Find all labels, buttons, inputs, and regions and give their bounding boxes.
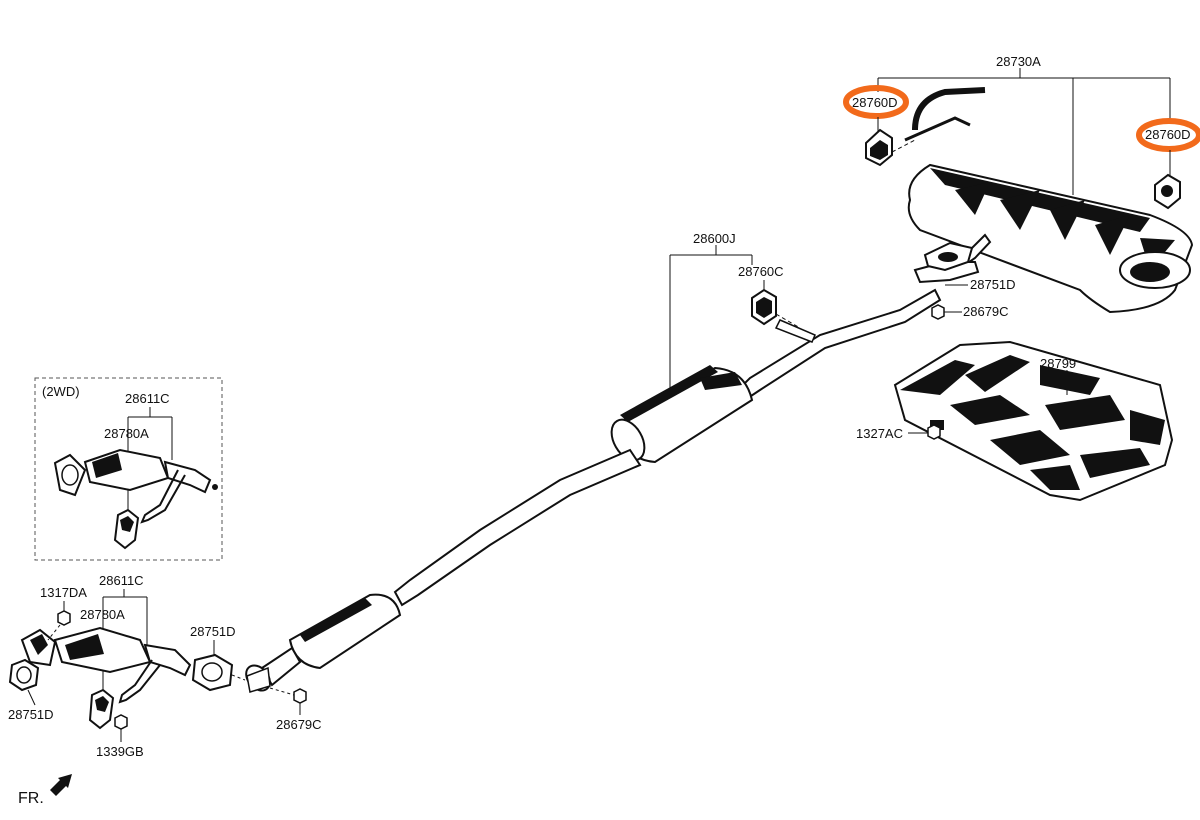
label-inset-catalyst: 28611C [125, 391, 170, 406]
gasket-front-left[interactable] [8, 658, 40, 692]
rubber-hanger-center[interactable] [751, 288, 777, 326]
front-indicator-label: FR. [18, 790, 44, 807]
bracket[interactable] [88, 688, 115, 730]
label-center-pipe: 28600J [693, 231, 736, 246]
label-bolt-protector: 1327AC [856, 426, 903, 441]
rubber-hanger-right[interactable] [1154, 173, 1181, 210]
nut-front[interactable] [293, 688, 307, 704]
catalytic-converter[interactable] [20, 626, 192, 704]
label-catalyst: 28611C [99, 573, 144, 588]
center-pipe[interactable] [241, 261, 980, 695]
inset-title: (2WD) [42, 384, 80, 399]
hanger-rod [912, 87, 986, 131]
highlight-oval-left [843, 85, 909, 119]
rubber-hanger-left[interactable] [865, 128, 893, 167]
label-heat-protector: 28799 [1040, 356, 1076, 371]
front-arrow-icon [50, 774, 72, 796]
label-nut-rear: 28679C [963, 304, 1009, 319]
inset-catalytic-converter[interactable] [53, 448, 218, 524]
nut-rear[interactable] [931, 304, 945, 320]
label-gasket-rear: 28751D [970, 277, 1016, 292]
label-bolt-bracket: 1339GB [96, 744, 144, 759]
label-nut-front: 28679C [276, 717, 322, 732]
bolt-front[interactable] [57, 610, 71, 626]
muffler[interactable] [907, 163, 1194, 314]
heat-protector[interactable] [893, 340, 1174, 502]
label-bolt-front: 1317DA [40, 585, 87, 600]
inset-bracket[interactable] [113, 508, 140, 550]
gasket-front-mid[interactable] [191, 653, 234, 692]
label-inset-bracket: 28780A [104, 426, 149, 441]
label-muffler-assembly: 28730A [996, 54, 1041, 69]
hanger-rod-2 [904, 116, 971, 142]
label-bracket: 28780A [80, 607, 125, 622]
label-hanger-left: 28760D [852, 95, 898, 110]
label-gasket-front-left: 28751D [8, 707, 54, 722]
highlight-oval-right [1136, 118, 1200, 152]
bolt-bracket[interactable] [114, 714, 128, 730]
label-hanger-right: 28760D [1145, 127, 1191, 142]
gasket-rear[interactable] [923, 241, 974, 272]
inset-2wd-frame [34, 377, 223, 561]
bolt-protector[interactable] [927, 424, 941, 440]
label-gasket-front-mid: 28751D [190, 624, 236, 639]
label-center-hanger: 28760C [738, 264, 784, 279]
